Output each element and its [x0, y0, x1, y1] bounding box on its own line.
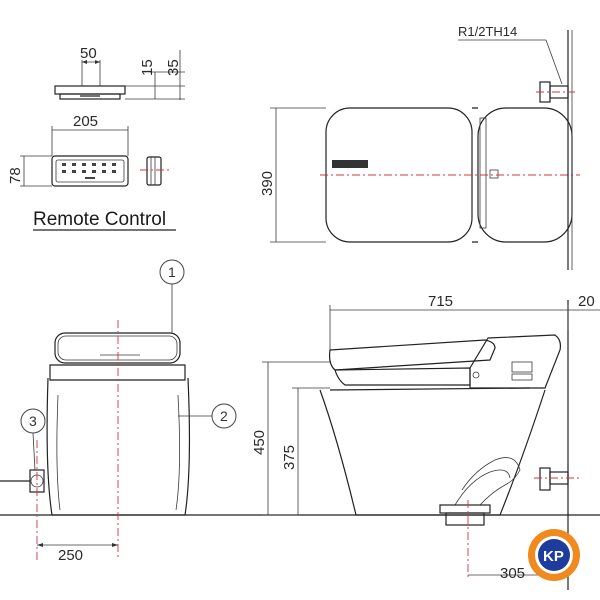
side-dim-715: 715: [428, 293, 453, 310]
side-dim-305: 305: [500, 565, 525, 582]
remote-dim-78: 78: [7, 167, 24, 184]
side-dim-450: 450: [251, 430, 268, 455]
side-dim-375: 375: [281, 445, 298, 470]
plan-thread-label: R1/2TH14: [458, 24, 517, 39]
watermark-text: KP: [543, 548, 564, 565]
balloon-2: 2: [220, 408, 228, 424]
balloon-3: 3: [29, 413, 37, 429]
remote-dim-205: 205: [73, 113, 98, 130]
plan-dim-390: 390: [259, 171, 276, 196]
front-view: 1 2 3 250: [0, 259, 600, 564]
remote-front-view: 205 78 Remote Control: [7, 113, 176, 231]
remote-dim-35: 35: [165, 59, 182, 76]
remote-dim-50: 50: [80, 45, 97, 62]
watermark-logo: KP: [528, 529, 580, 581]
plan-view: 390 R1/2TH14: [259, 24, 580, 270]
front-dim-250: 250: [58, 547, 83, 564]
side-dim-20: 20: [578, 293, 595, 310]
remote-top-view: 50 15 35: [54, 45, 185, 100]
remote-control-title: Remote Control: [33, 209, 166, 230]
balloon-1: 1: [168, 264, 176, 280]
remote-dim-15: 15: [139, 59, 156, 76]
